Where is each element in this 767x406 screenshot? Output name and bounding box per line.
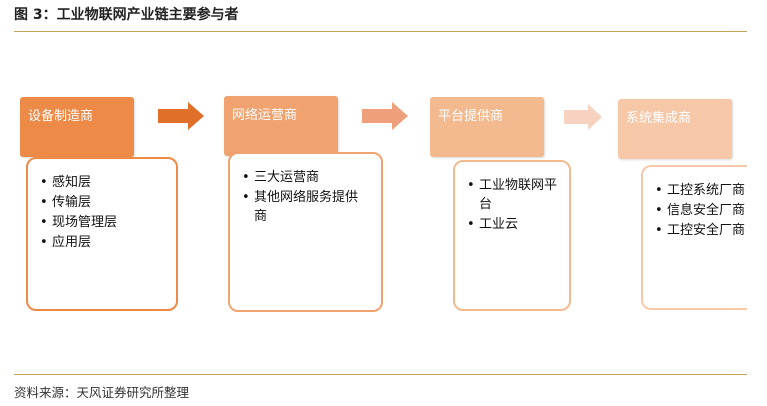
source-note: 资料来源：天风证券研究所整理 (14, 385, 190, 400)
stage-header-system-integrators: 系统集成商 (618, 99, 732, 159)
list-item: 工控安全厂商 (655, 221, 745, 240)
bottom-divider (14, 374, 747, 375)
stage-box-system-integrators: 工控系统厂商 信息安全厂商 工控安全厂商 (641, 165, 747, 310)
stage-label: 网络运营商 (232, 108, 298, 123)
list-item: 工业云 (467, 215, 561, 234)
stage-header-manufacturers: 设备制造商 (20, 97, 134, 157)
flow-arrow-1 (158, 102, 204, 130)
stage-label: 系统集成商 (626, 111, 692, 126)
list-item: 工业物联网平台 (467, 176, 563, 214)
stage-box-network-operators: 三大运营商 其他网络服务提供商 (228, 152, 383, 312)
list-item: 应用层 (40, 233, 168, 252)
flow-arrow-2 (362, 102, 408, 130)
top-divider (14, 31, 747, 32)
stage-label: 平台提供商 (438, 109, 504, 124)
list-item: 感知层 (40, 173, 168, 192)
stage-items-list: 工控系统厂商 信息安全厂商 工控安全厂商 (643, 167, 747, 240)
list-item: 其他网络服务提供商 (242, 188, 366, 226)
stage-header-platform-providers: 平台提供商 (430, 97, 544, 157)
list-item: 现场管理层 (40, 213, 168, 232)
figure-title: 图 3：工业物联网产业链主要参与者 (14, 7, 239, 23)
stage-items-list: 三大运营商 其他网络服务提供商 (230, 154, 381, 226)
stage-label: 设备制造商 (28, 109, 94, 124)
list-item: 传输层 (40, 193, 168, 212)
stage-items-list: 感知层 传输层 现场管理层 应用层 (28, 159, 176, 252)
stage-items-list: 工业物联网平台 工业云 (455, 162, 569, 234)
list-item: 三大运营商 (242, 168, 373, 187)
stage-box-manufacturers: 感知层 传输层 现场管理层 应用层 (26, 157, 178, 311)
stage-header-network-operators: 网络运营商 (224, 96, 338, 156)
flow-arrow-3 (564, 104, 602, 130)
list-item: 信息安全厂商 (655, 201, 745, 220)
list-item: 工控系统厂商 (655, 181, 745, 200)
stage-box-platform-providers: 工业物联网平台 工业云 (453, 160, 571, 311)
